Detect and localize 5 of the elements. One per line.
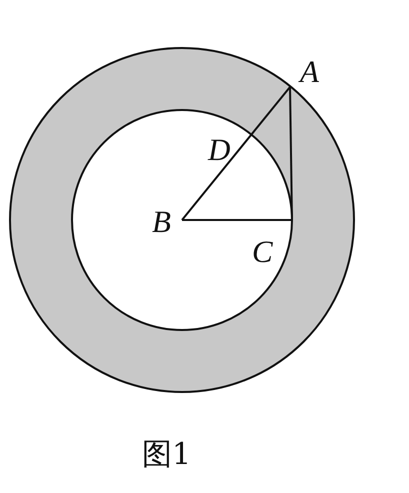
point-label: C	[252, 236, 273, 267]
point-label: D	[208, 134, 230, 165]
point-label: B	[152, 206, 171, 237]
point-label: A	[300, 56, 319, 87]
figure-caption: 图1	[142, 440, 192, 470]
